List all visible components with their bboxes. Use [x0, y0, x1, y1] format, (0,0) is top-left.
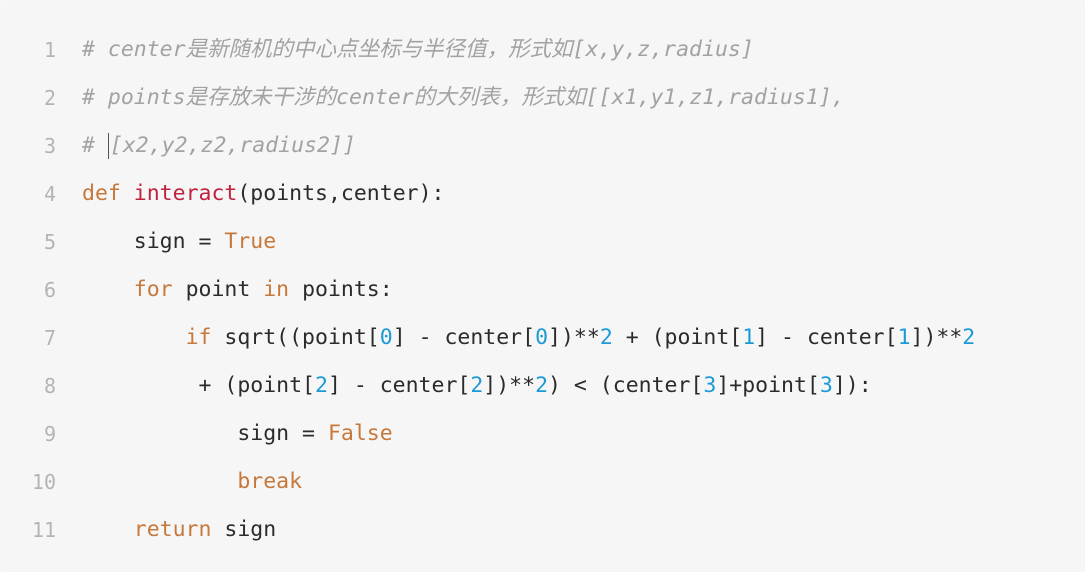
code-keyword: in: [263, 277, 290, 302]
code-text: [82, 517, 134, 542]
line-number: 3: [43, 134, 56, 158]
code-line: 2 # points是存放未干涉的center的大列表，形式如[[x1,y1,z1…: [0, 74, 1085, 122]
code-text: point: [172, 277, 264, 302]
code-keyword: def: [82, 181, 121, 206]
code-line: 1 # center是新随机的中心点坐标与半径值，形式如[x,y,z,radius…: [0, 26, 1085, 74]
code-text: ])**: [483, 373, 536, 398]
code-line: 8 + (point[2] - center[2])**2) < (center…: [0, 362, 1085, 410]
code-line: 5 sign = True: [0, 218, 1085, 266]
line-content[interactable]: # [x2,y2,z2,radius2]]: [82, 122, 356, 170]
code-text: ] - center[: [392, 325, 536, 350]
code-text: sign =: [82, 229, 225, 254]
code-text: ) < (center[: [548, 373, 704, 398]
code-comment: [x2,y2,z2,radius2]]: [109, 133, 356, 158]
code-keyword: False: [327, 421, 393, 446]
line-number: 4: [43, 182, 56, 206]
code-line: 11 return sign: [0, 506, 1085, 554]
line-number: 10: [31, 470, 56, 494]
line-number: 1: [43, 38, 56, 62]
code-text: + (point[: [82, 373, 315, 398]
code-number-literal: 3: [819, 373, 833, 398]
line-number: 11: [31, 518, 56, 542]
line-content[interactable]: # points是存放未干涉的center的大列表，形式如[[x1,y1,z1,…: [82, 74, 845, 122]
code-text: [82, 325, 186, 350]
code-number-literal: 0: [535, 325, 549, 350]
code-number-literal: 1: [897, 325, 911, 350]
code-text: [121, 181, 134, 206]
code-number-literal: 2: [962, 325, 976, 350]
code-text: ]):: [832, 373, 872, 398]
code-line: 3 # [x2,y2,z2,radius2]]: [0, 122, 1085, 170]
code-text: [82, 277, 134, 302]
line-number: 2: [43, 86, 56, 110]
line-content[interactable]: if sqrt((point[0] - center[0])**2 + (poi…: [82, 314, 976, 362]
code-keyword: for: [133, 277, 173, 302]
line-number: 6: [43, 278, 56, 302]
code-lines: 1 # center是新随机的中心点坐标与半径值，形式如[x,y,z,radius…: [0, 26, 1085, 554]
code-text: ] - center[: [755, 325, 898, 350]
line-content[interactable]: + (point[2] - center[2])**2) < (center[3…: [82, 362, 872, 410]
code-function-name: interact: [133, 181, 238, 206]
code-text: points:: [289, 277, 393, 302]
line-number: 7: [43, 326, 56, 350]
code-text: sign: [211, 517, 277, 542]
code-text: ])**: [548, 325, 600, 350]
code-number-literal: 1: [742, 325, 756, 350]
code-line: 4 def interact(points,center):: [0, 170, 1085, 218]
code-line: 6 for point in points:: [0, 266, 1085, 314]
code-number-literal: 0: [379, 325, 393, 350]
line-content[interactable]: def interact(points,center):: [82, 170, 444, 218]
code-text: + (point[: [612, 325, 743, 350]
line-content[interactable]: sign = False: [82, 410, 393, 458]
code-keyword: return: [133, 517, 212, 542]
code-keyword: if: [185, 325, 212, 350]
line-content[interactable]: break: [82, 458, 302, 506]
line-content[interactable]: sign = True: [82, 218, 276, 266]
code-comment: #: [82, 133, 108, 158]
line-number: 9: [43, 422, 56, 446]
code-text: ] - center[: [327, 373, 471, 398]
code-line: 7 if sqrt((point[0] - center[0])**2 + (p…: [0, 314, 1085, 362]
code-number-literal: 3: [703, 373, 717, 398]
code-number-literal: 2: [599, 325, 613, 350]
line-content[interactable]: # center是新随机的中心点坐标与半径值，形式如[x,y,z,radius]: [82, 26, 754, 74]
code-line: 10 break: [0, 458, 1085, 506]
code-keyword: break: [237, 469, 303, 494]
code-comment: # points是存放未干涉的center的大列表，形式如[[x1,y1,z1,…: [82, 85, 845, 110]
code-text: (points,center):: [237, 181, 445, 206]
code-comment: # center是新随机的中心点坐标与半径值，形式如[x,y,z,radius]: [82, 37, 754, 62]
code-number-literal: 2: [315, 373, 328, 398]
code-keyword: True: [224, 229, 277, 254]
text-cursor: [107, 133, 109, 159]
code-text: sign =: [82, 421, 328, 446]
line-content[interactable]: return sign: [82, 506, 276, 554]
code-number-literal: 2: [535, 373, 549, 398]
code-line: 9 sign = False: [0, 410, 1085, 458]
code-text: ])**: [910, 325, 963, 350]
line-content[interactable]: for point in points:: [82, 266, 393, 314]
line-number: 8: [43, 374, 56, 398]
code-text: [82, 469, 237, 494]
code-text: sqrt((point[: [211, 325, 380, 350]
code-text: ]+point[: [716, 373, 820, 398]
line-number: 5: [43, 230, 56, 254]
code-number-literal: 2: [470, 373, 484, 398]
